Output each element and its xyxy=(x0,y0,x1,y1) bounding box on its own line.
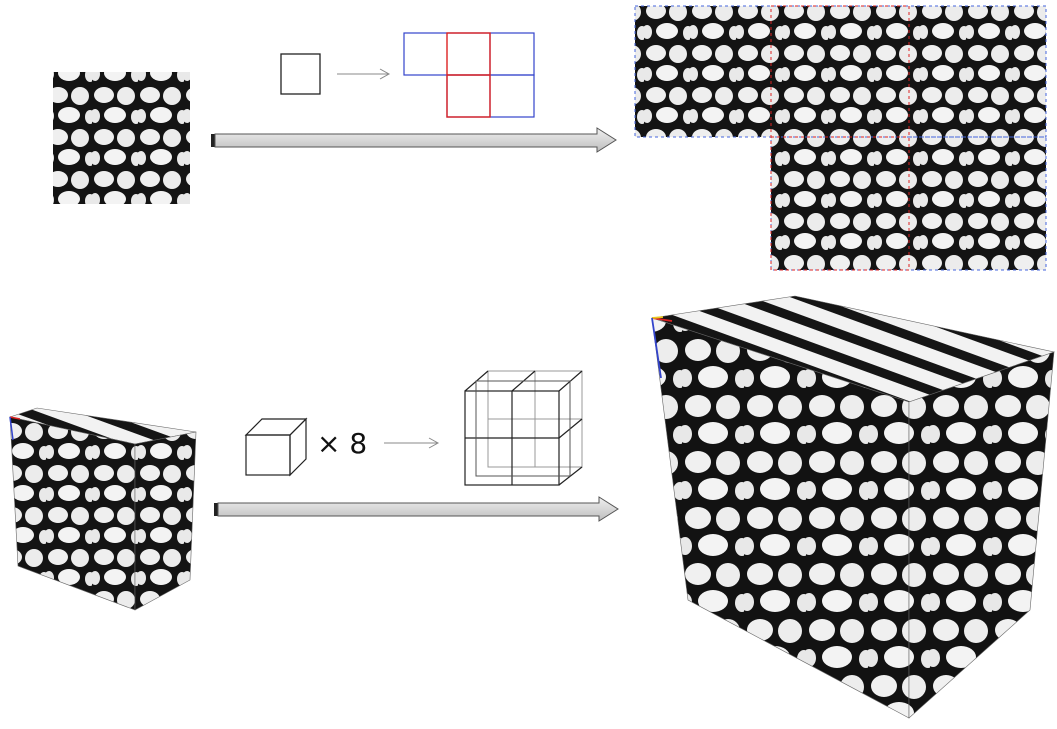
multiplier-label: × 8 xyxy=(317,427,367,460)
transform-arrow-top xyxy=(211,128,616,152)
tile-layout-icon xyxy=(404,33,534,117)
source-texture-cube xyxy=(10,408,196,610)
tiled-texture-output xyxy=(635,6,1046,270)
step-arrow-bottom xyxy=(384,438,438,448)
single-cube-icon xyxy=(246,419,306,475)
source-texture-tile xyxy=(53,72,190,204)
step-arrow-top xyxy=(337,69,389,79)
single-tile-icon xyxy=(281,54,320,94)
transform-arrow-bottom xyxy=(214,497,618,521)
tiled-texture-cube-output xyxy=(652,296,1054,718)
cube-grid-icon xyxy=(465,371,582,485)
